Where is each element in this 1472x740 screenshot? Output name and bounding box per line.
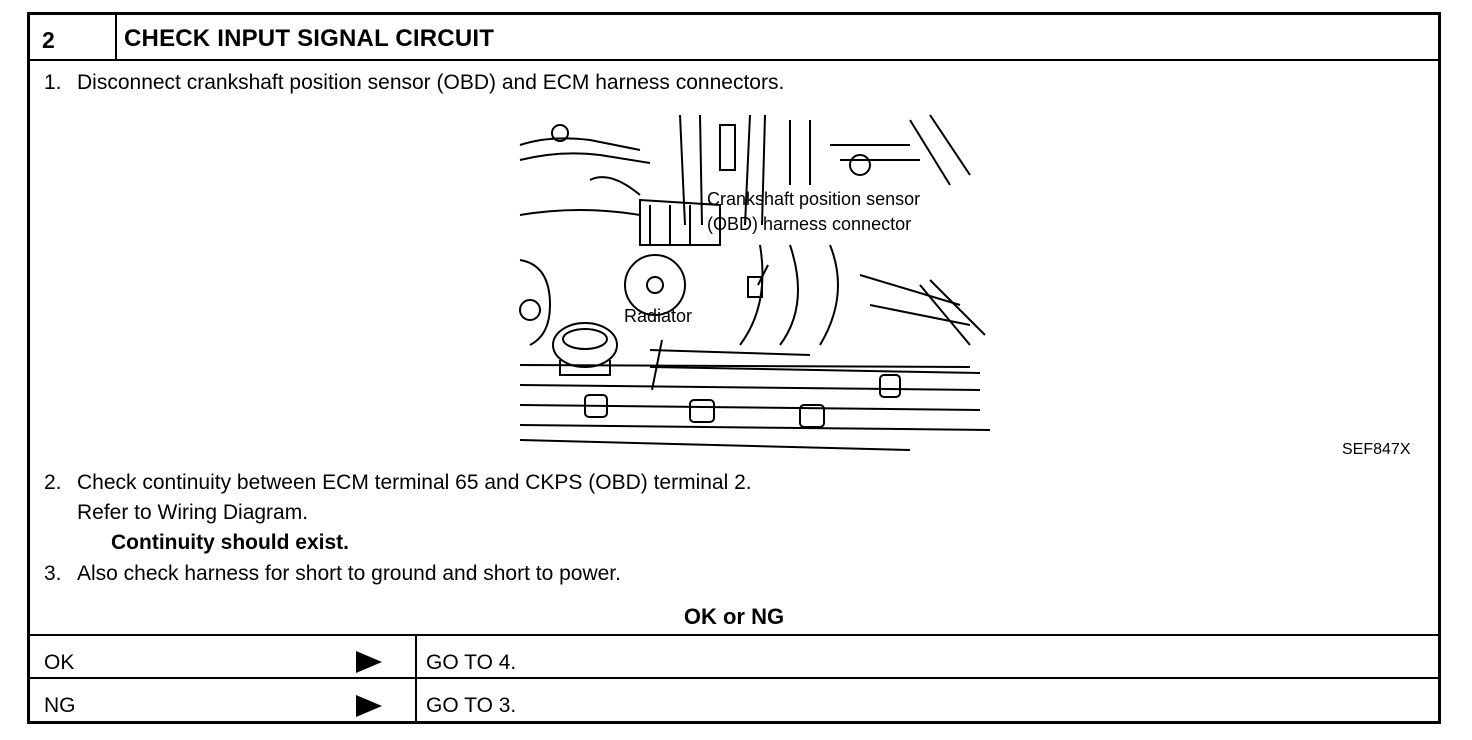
step-title: CHECK INPUT SIGNAL CIRCUIT [124, 25, 495, 52]
step-number: 2 [30, 15, 117, 59]
instruction-1: 1.Disconnect crankshaft position sensor … [44, 71, 785, 94]
instruction-2: 2.Check continuity between ECM terminal … [44, 471, 752, 494]
result-ok-action: GO TO 4. [426, 651, 517, 674]
result-ok-status: OK [44, 651, 75, 674]
procedure-table: 2 CHECK INPUT SIGNAL CIRCUIT 1.Disconnec… [27, 12, 1441, 724]
instruction-3: 3.Also check harness for short to ground… [44, 562, 621, 585]
radiator-callout: Radiator [624, 306, 693, 326]
connector-callout-line2: (OBD) harness connector [707, 214, 912, 234]
column-divider [415, 634, 417, 721]
row-divider [30, 634, 1438, 636]
result-ng-action: GO TO 3. [426, 694, 517, 717]
connector-callout-line1: Crankshaft position sensor [707, 189, 921, 209]
instruction-2-expected: Continuity should exist. [111, 531, 350, 554]
figure-code: SEF847X [1342, 441, 1411, 458]
row-divider [30, 677, 1438, 679]
procedure-header: 2 CHECK INPUT SIGNAL CIRCUIT [30, 15, 1438, 61]
arrow-right-icon [356, 651, 382, 673]
result-prompt: OK or NG [683, 604, 785, 629]
result-ng-status: NG [44, 694, 76, 717]
instruction-2-reference: Refer to Wiring Diagram. [77, 501, 309, 524]
arrow-right-icon [356, 695, 382, 717]
engine-bay-illustration [519, 114, 990, 451]
